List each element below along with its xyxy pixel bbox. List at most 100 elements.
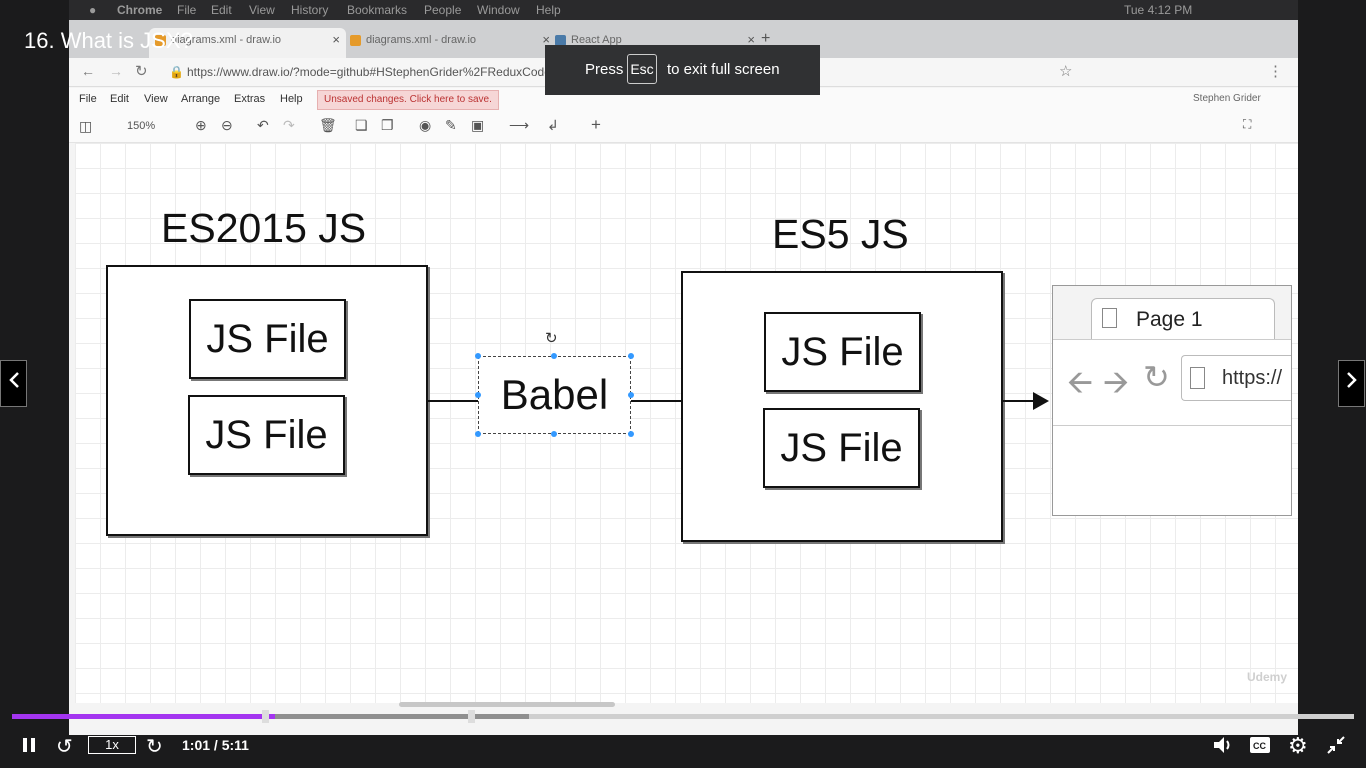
undo-icon[interactable]: ↶	[257, 117, 269, 133]
mac-menu-item: Edit	[211, 3, 232, 17]
zoom-in-icon[interactable]: ⊕	[195, 117, 207, 133]
playback-speed-button[interactable]: 1x	[88, 736, 136, 754]
captions-icon: CC	[1250, 737, 1270, 753]
drawio-menu-item[interactable]: File	[79, 93, 97, 105]
arrow-head-icon	[1033, 392, 1049, 410]
close-tab-icon[interactable]: ×	[542, 32, 550, 47]
left-js-file-2[interactable]: JS File	[188, 395, 345, 475]
volume-icon	[1214, 737, 1230, 753]
time-display: 1:01 / 5:11	[182, 737, 249, 753]
mac-menu-bar: ● Chrome File Edit View History Bookmark…	[69, 0, 1298, 20]
connection-icon[interactable]: ⟶	[509, 117, 530, 133]
mac-app-name: Chrome	[117, 3, 163, 17]
illustration-divider	[1053, 425, 1291, 426]
diagram-canvas[interactable]: ES2015 JS ES5 JS JS File JS File Babel ↻…	[75, 143, 1298, 703]
page-tab-label: Page 1	[1136, 308, 1203, 331]
drawio-menu-item[interactable]: Help	[280, 93, 303, 105]
rotate-handle-icon[interactable]: ↻	[545, 330, 558, 347]
bookmark-marker[interactable]	[262, 710, 269, 723]
left-js-file-1[interactable]: JS File	[189, 299, 346, 379]
pause-button[interactable]	[21, 736, 37, 759]
drawio-menu-item[interactable]: Extras	[234, 93, 266, 105]
next-lecture-button[interactable]	[1338, 360, 1365, 407]
react-favicon-icon	[555, 35, 566, 46]
exit-fullscreen-button[interactable]	[1327, 736, 1345, 759]
drawio-menu-item[interactable]: View	[144, 93, 168, 105]
resize-handle[interactable]	[551, 353, 557, 359]
settings-button[interactable]: ⚙	[1288, 733, 1308, 759]
pause-icon	[23, 738, 35, 752]
toast-press-text: Press	[585, 61, 624, 78]
resize-handle[interactable]	[475, 353, 481, 359]
close-tab-icon[interactable]: ×	[747, 32, 755, 47]
drawio-favicon-icon	[350, 35, 361, 46]
browser-tab[interactable]: React App ×	[549, 28, 761, 58]
unsaved-changes-banner[interactable]: Unsaved changes. Click here to save.	[317, 90, 499, 110]
reload-icon[interactable]: ↻	[135, 63, 148, 80]
volume-button[interactable]	[1212, 735, 1234, 760]
new-tab-icon[interactable]: +	[761, 30, 771, 47]
drawio-user-name[interactable]: Stephen Grider	[1193, 93, 1261, 104]
connector-line	[428, 400, 478, 402]
browser-illustration[interactable]: Page 1 🡨 🡪 ↻ https://	[1052, 285, 1292, 516]
fill-color-icon[interactable]: ◉	[419, 117, 432, 133]
browser-tab[interactable]: diagrams.xml - draw.io ×	[149, 28, 346, 58]
captions-button[interactable]: CC	[1250, 737, 1270, 758]
page-icon	[1102, 308, 1117, 328]
bookmark-star-icon[interactable]: ☆	[1059, 63, 1073, 80]
waypoints-icon[interactable]: ↲	[547, 117, 559, 133]
browser-tab[interactable]: diagrams.xml - draw.io ×	[344, 28, 556, 58]
resize-handle[interactable]	[475, 392, 481, 398]
mac-clock: Tue 4:12 PM	[1124, 3, 1193, 17]
bookmark-marker[interactable]	[468, 710, 475, 723]
resize-handle[interactable]	[551, 431, 557, 437]
resize-handle[interactable]	[628, 353, 634, 359]
illustration-forward-icon: 🡪	[1103, 364, 1129, 400]
forward-arrow-icon[interactable]: →	[109, 63, 123, 79]
browser-tab-label: React App	[571, 34, 622, 46]
mac-menu-item: File	[177, 3, 197, 17]
lock-icon: 🔒	[169, 65, 184, 79]
rewind-button[interactable]: ↺	[56, 734, 73, 759]
progress-bar[interactable]	[12, 710, 1354, 723]
right-js-file-1[interactable]: JS File	[764, 312, 921, 392]
shadow-icon[interactable]: ▣	[471, 117, 485, 133]
zoom-out-icon[interactable]: ⊖	[221, 117, 233, 133]
resize-handle[interactable]	[475, 431, 481, 437]
drawio-menu-item[interactable]: Edit	[110, 93, 129, 105]
video-frame[interactable]: ● Chrome File Edit View History Bookmark…	[69, 0, 1298, 735]
to-front-icon[interactable]: ❏	[355, 117, 368, 133]
drawio-menu-item[interactable]: Arrange	[181, 93, 221, 105]
close-tab-icon[interactable]: ×	[332, 32, 340, 47]
zoom-level[interactable]: 150%	[127, 120, 156, 132]
right-js-file-2[interactable]: JS File	[763, 408, 920, 488]
es2015-heading: ES2015 JS	[161, 205, 367, 251]
address-url: https://www.draw.io/?mode=github#HStephe…	[187, 65, 647, 79]
browser-tab-label: diagrams.xml - draw.io	[366, 34, 477, 46]
forward-button[interactable]: ↻	[146, 734, 163, 759]
format-panel-icon[interactable]: ◫	[79, 118, 93, 134]
illustration-reload-icon: ↻	[1143, 359, 1170, 395]
mac-menu-item: People	[424, 3, 462, 17]
illustration-back-icon: 🡨	[1067, 364, 1093, 400]
chrome-menu-icon[interactable]: ⋮	[1268, 63, 1283, 80]
resize-handle[interactable]	[628, 431, 634, 437]
back-arrow-icon[interactable]: ←	[81, 63, 95, 79]
previous-lecture-button[interactable]	[0, 360, 27, 407]
address-bar[interactable]: 🔒 https://www.draw.io/?mode=github#HStep…	[167, 62, 1087, 82]
mac-menu-item: Window	[477, 3, 520, 17]
insert-plus-icon[interactable]: +	[591, 115, 601, 134]
redo-icon[interactable]: ↷	[283, 117, 295, 133]
to-back-icon[interactable]: ❐	[381, 117, 394, 133]
line-color-icon[interactable]: ✎	[445, 117, 457, 133]
babel-shape[interactable]: Babel	[478, 356, 631, 434]
rewind-icon: ↺	[56, 736, 73, 758]
exit-fullscreen-icon	[1327, 736, 1345, 754]
fullscreen-toggle-icon[interactable]: ⛶	[1243, 117, 1252, 131]
progress-played	[12, 714, 276, 719]
resize-handle[interactable]	[628, 392, 634, 398]
delete-icon[interactable]: 🗑	[319, 117, 337, 133]
canvas-scrollbar[interactable]	[399, 702, 615, 707]
mac-menu-item: Bookmarks	[347, 3, 408, 17]
chevron-left-icon	[8, 372, 19, 388]
